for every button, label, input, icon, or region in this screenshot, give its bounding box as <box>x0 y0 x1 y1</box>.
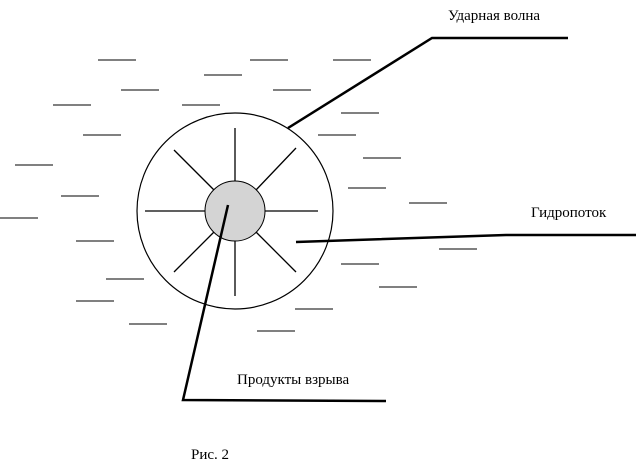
explosion-core <box>204 180 266 242</box>
figure-caption: Рис. 2 <box>191 447 229 463</box>
explosion-products-leader <box>181 204 387 403</box>
water-dashes <box>0 59 477 332</box>
shock-wave-label: Ударная волна <box>448 8 540 24</box>
explosion-products-label: Продукты взрыва <box>237 372 349 388</box>
hydroflow-leader <box>295 233 636 244</box>
hydroflow-label: Гидропоток <box>531 205 607 221</box>
shock-wave-leader <box>287 36 568 130</box>
radial-rays <box>145 128 318 296</box>
